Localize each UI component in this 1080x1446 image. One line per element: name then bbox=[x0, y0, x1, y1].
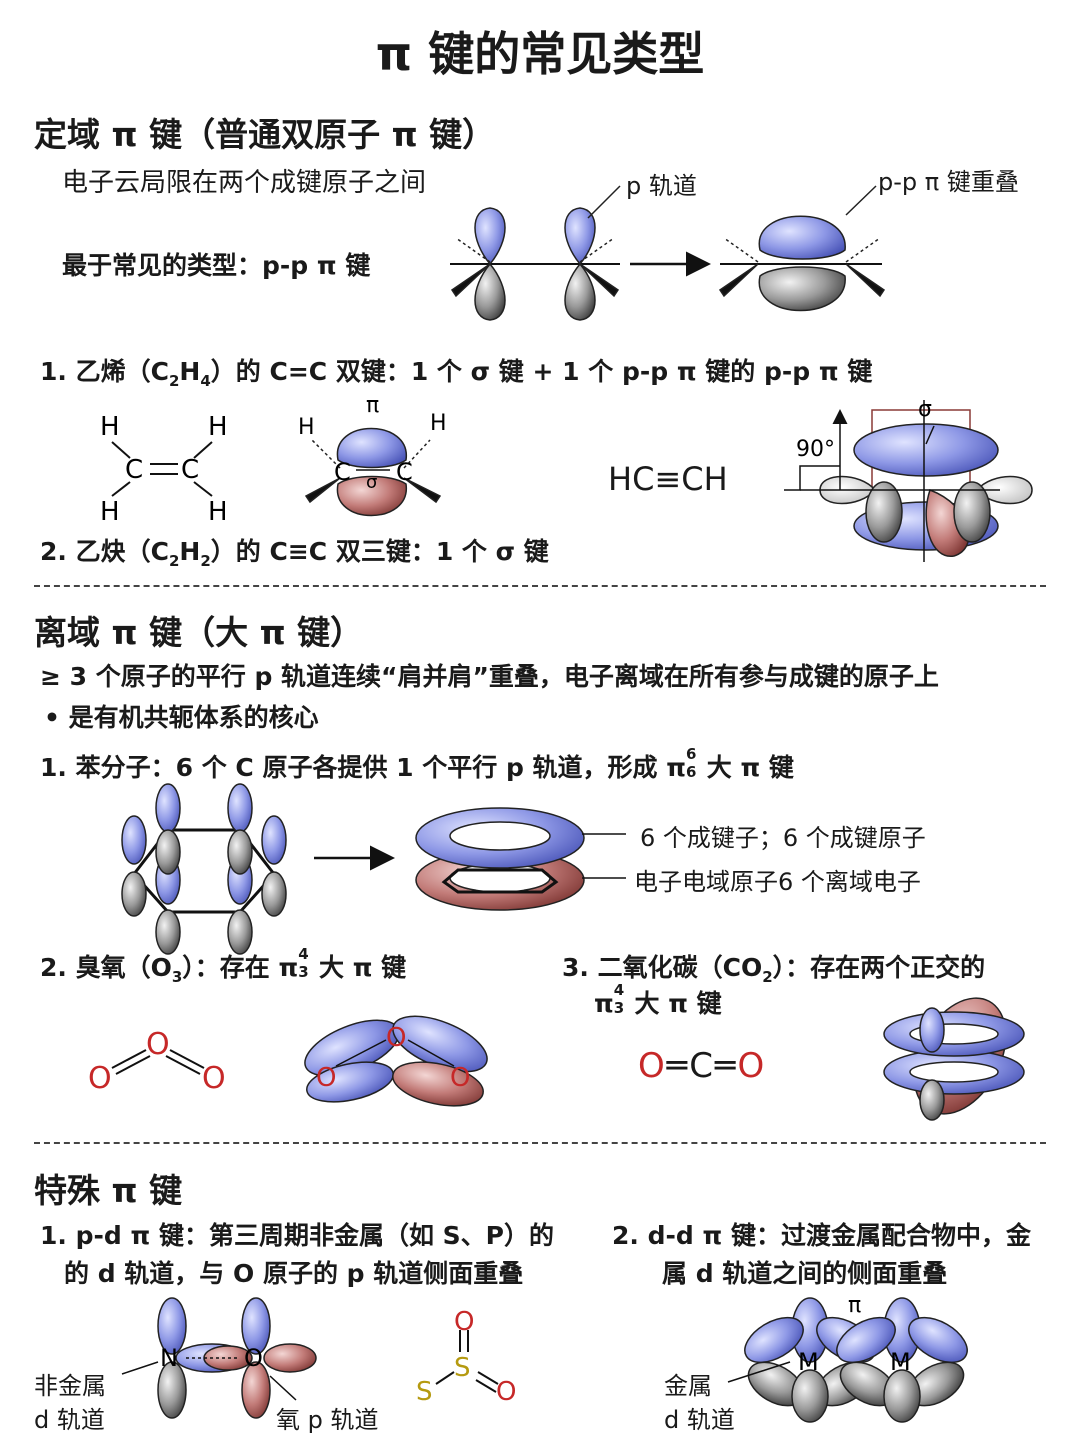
co2-formula: O═C═O bbox=[638, 1046, 767, 1086]
ethylene-h4: H bbox=[208, 497, 228, 527]
ethylene-orb-c2: C bbox=[396, 458, 413, 486]
section-heading-localized: 定域 π 键（普通双原子 π 键） bbox=[34, 115, 496, 154]
acetylene-sigma-label: σ bbox=[918, 397, 932, 422]
ethylene-sigma-label: σ bbox=[366, 472, 377, 493]
acetylene-formula: HC≡CH bbox=[608, 460, 728, 498]
section-heading-delocalized: 离域 π 键（大 π 键） bbox=[34, 613, 364, 652]
so2-structure bbox=[435, 1330, 499, 1393]
co2-pi-orbital bbox=[883, 997, 1025, 1121]
dd-pi-orbital bbox=[727, 1297, 968, 1423]
pd-caption-line2: 的 d 轨道，与 O 原子的 p 轨道侧面重叠 bbox=[64, 1259, 524, 1288]
ethylene-h2: H bbox=[208, 412, 228, 442]
d-orbital-label-2: d 轨道 bbox=[664, 1406, 735, 1434]
p-orbital-pair bbox=[450, 185, 621, 321]
acetylene-orbital bbox=[784, 400, 1033, 562]
ozone-orb-o1: O bbox=[316, 1063, 336, 1093]
ethylene-structure bbox=[111, 441, 213, 497]
common-type-label: 最于常见的类型：p-p π 键 bbox=[62, 251, 371, 280]
ozone-structure bbox=[111, 1049, 205, 1075]
metal-label: 金属 bbox=[664, 1372, 712, 1400]
pd-caption-line1: 1. p-d π 键：第三周期非金属（如 S、P）的 bbox=[40, 1221, 554, 1250]
ozone-orb-o2: O bbox=[386, 1023, 406, 1053]
ring-label-bottom: 电子电域原子6 个离域电子 bbox=[634, 868, 921, 896]
delocalized-description: ≥ 3 个原子的平行 p 轨道连续“肩并肩”重叠，电子离域在所有参与成键的原子上 bbox=[40, 662, 939, 691]
ethylene-orb-h1: H bbox=[298, 415, 315, 440]
section-heading-special: 特殊 π 键 bbox=[34, 1171, 183, 1210]
dd-caption-line1: 2. d-d π 键：过渡金属配合物中，金 bbox=[612, 1221, 1031, 1250]
nonmetal-label: 非金属 bbox=[34, 1372, 106, 1400]
divider-1 bbox=[34, 585, 1046, 587]
ring-label-top: 6 个成键子；6 个成键原子 bbox=[640, 824, 926, 852]
page-title: π 键的常见类型 bbox=[375, 27, 705, 81]
p-orbital-label: p 轨道 bbox=[626, 172, 697, 200]
ethylene-h1: H bbox=[100, 412, 120, 442]
ethylene-pi-orbital bbox=[304, 427, 442, 517]
dd-metal-2: M bbox=[890, 1348, 911, 1376]
ozone-o2: O bbox=[146, 1027, 170, 1062]
co2-caption-line1: 3. 二氧化碳（CO2）：存在两个正交的 bbox=[562, 953, 986, 986]
ozone-o1: O bbox=[88, 1061, 112, 1096]
ethylene-c1: C bbox=[125, 455, 143, 485]
d-orbital-label: d 轨道 bbox=[34, 1406, 105, 1434]
so2-s-center: S bbox=[454, 1353, 471, 1383]
ozone-orb-o3: O bbox=[450, 1063, 470, 1093]
dd-pi-label: π bbox=[848, 1293, 861, 1318]
acetylene-caption: 2. 乙炔（C2H2）的 C≡C 双三键：1 个 σ 键 bbox=[40, 537, 549, 570]
so2-o-right: O bbox=[496, 1377, 516, 1407]
divider-2 bbox=[34, 1142, 1046, 1144]
pd-n-atom: N bbox=[160, 1344, 178, 1372]
so2-s-left: S bbox=[416, 1377, 433, 1407]
so2-o-top: O bbox=[454, 1307, 474, 1337]
ethylene-orb-h2: H bbox=[430, 411, 447, 436]
ethylene-caption: 1. 乙烯（C2H4）的 C=C 双键：1 个 σ 键 + 1 个 p-p π … bbox=[40, 357, 873, 390]
dd-caption-line2: 属 d 轨道之间的侧面重叠 bbox=[662, 1259, 948, 1288]
pp-overlap-label: p-p π 键重叠 bbox=[878, 168, 1019, 196]
ozone-pi-orbital bbox=[304, 1015, 488, 1107]
localized-description: 电子云局限在两个成键原子之间 bbox=[62, 168, 427, 198]
pd-o-atom: O bbox=[244, 1344, 263, 1372]
benzene-p-orbitals bbox=[121, 783, 287, 955]
ethylene-c2: C bbox=[181, 455, 199, 485]
benzene-pi-rings bbox=[415, 807, 626, 911]
angle-label: 90° bbox=[796, 437, 835, 462]
dd-metal-1: M bbox=[798, 1348, 819, 1376]
conjugation-note: • 是有机共轭体系的核心 bbox=[44, 703, 319, 732]
ethylene-pi-label: π bbox=[366, 393, 379, 418]
ethylene-orb-c1: C bbox=[334, 458, 351, 486]
ozone-o3: O bbox=[202, 1061, 226, 1096]
ethylene-h3: H bbox=[100, 497, 120, 527]
oxygen-p-orbital-label: 氧 p 轨道 bbox=[276, 1406, 379, 1434]
pp-pi-overlap bbox=[718, 185, 886, 312]
pd-pi-orbital bbox=[121, 1297, 317, 1419]
